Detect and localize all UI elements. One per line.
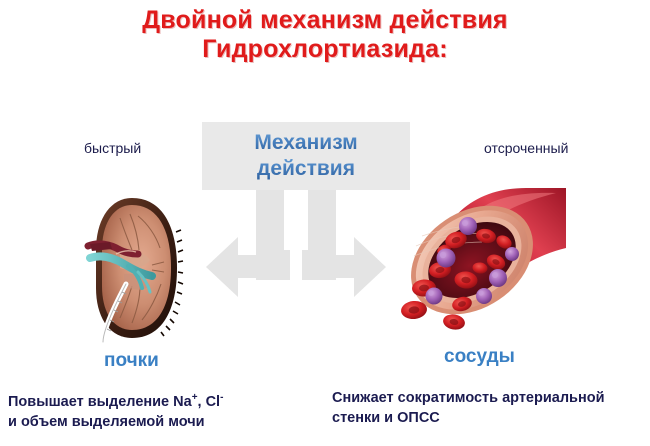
red-blood-cell (486, 254, 506, 270)
renal-vein (86, 252, 156, 280)
mechanism-box: Механизм действия (202, 122, 410, 190)
kidney-calyx (124, 273, 150, 290)
description-vessels: Снижает сократимость артериальной стенки… (332, 388, 647, 428)
label-delayed-onset: отсроченный (484, 140, 569, 156)
desc-left-sup-minus: - (220, 392, 224, 404)
kidney-capsule-serration (160, 229, 184, 337)
description-vessels-line-1: Снижает сократимость артериальной (332, 390, 605, 406)
red-blood-cell (496, 235, 512, 249)
red-blood-cell (452, 296, 472, 312)
red-blood-cell (445, 231, 467, 249)
kidney-cross-section-illustration (80, 192, 184, 344)
description-kidneys: Повышает выделение Na+, Cl- и объем выде… (8, 392, 328, 432)
title-line-2: Гидрохлортиазида: (202, 35, 448, 63)
blood-cells-group (412, 217, 519, 312)
split-arrows (200, 180, 460, 325)
red-blood-cell-external (443, 314, 465, 330)
white-blood-cell (505, 247, 519, 261)
mechanism-box-line-1: Механизм (254, 131, 358, 154)
desc-left-prefix: Повышает выделение Na (8, 394, 192, 410)
ureter-outline (102, 283, 127, 343)
organ-label-kidneys: почки (104, 350, 159, 371)
desc-left-mid: , Cl (197, 394, 221, 410)
arrow-right-head (308, 237, 386, 297)
organ-label-vessels: сосуды (444, 346, 515, 367)
description-kidneys-line-2: и объем выделяемой мочи (8, 414, 205, 430)
blood-vessel-cutaway-illustration (400, 184, 568, 336)
white-blood-cell (489, 269, 507, 287)
title-line-1: Двойной механизм действия (142, 6, 508, 34)
kidney-medullary-pyramids (119, 213, 165, 324)
white-blood-cell (425, 287, 443, 305)
mechanism-box-line-2: действия (257, 157, 355, 180)
white-blood-cell (436, 248, 456, 268)
desc-left-sup-plus: + (191, 392, 198, 404)
white-blood-cell (476, 288, 492, 304)
renal-vein-branch-2 (136, 270, 152, 294)
description-kidneys-line-1: Повышает выделение Na+, Cl- (8, 392, 328, 412)
renal-vein-branch (126, 264, 144, 290)
description-vessels-line-2: стенки и ОПСС (332, 410, 440, 426)
label-fast-onset: быстрый (84, 140, 142, 156)
red-blood-cell-external (401, 300, 427, 320)
red-blood-cell (454, 271, 478, 289)
arrow-left-head (206, 237, 284, 297)
kidney-hilum-highlight (115, 249, 137, 255)
red-blood-cell (476, 228, 496, 244)
red-blood-cell (472, 262, 488, 274)
vessel-tube-highlight (478, 192, 556, 224)
page-title: Двойной механизм действия Гидрохлортиази… (0, 6, 650, 64)
white-blood-cell (459, 217, 477, 235)
renal-artery-stump (90, 242, 112, 251)
ureter-striations (106, 291, 127, 332)
